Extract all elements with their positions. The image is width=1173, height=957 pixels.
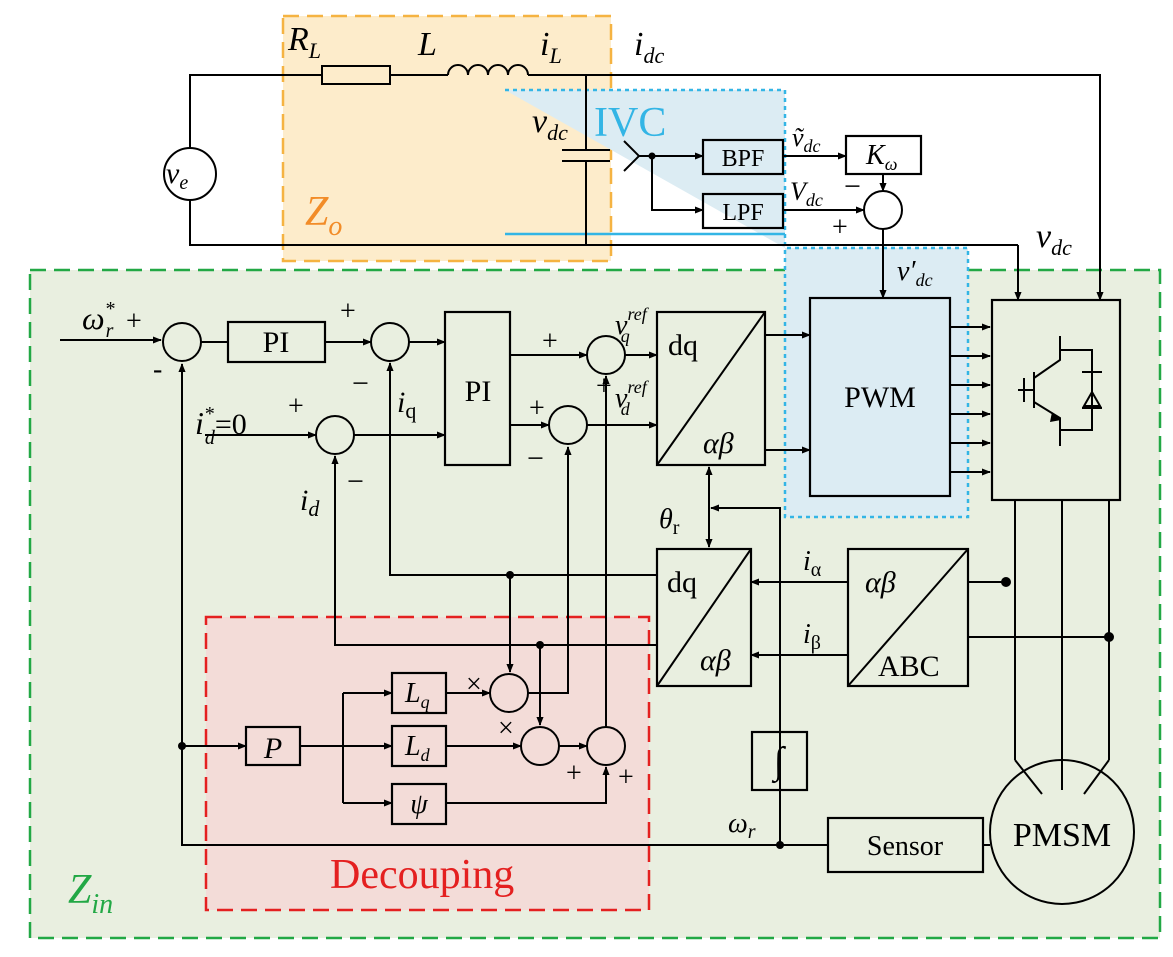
- idc-label: idc: [634, 26, 664, 68]
- id-star-label: i*d=0: [195, 403, 247, 449]
- p-block-label: P: [263, 732, 282, 765]
- times-2: ×: [498, 713, 514, 744]
- vdc-right-label: vdc: [1036, 218, 1072, 260]
- times-1: ×: [466, 669, 482, 700]
- pwm-block: [808, 296, 952, 498]
- lpf-label: LPF: [722, 200, 763, 226]
- ab-top-label: αβ: [703, 427, 734, 460]
- decoupling-label: Decouping: [330, 852, 514, 898]
- wr-star-label: ω*r: [82, 298, 115, 342]
- inverter-block: [990, 298, 1122, 502]
- id-plus: +: [288, 391, 304, 422]
- ab-abc-block: [846, 547, 970, 688]
- theta-label: θr: [659, 504, 680, 539]
- iq-minus: −: [352, 367, 369, 400]
- vdc-cap-label: vdc: [532, 103, 568, 145]
- integrator-label: ∫: [772, 740, 787, 784]
- pi-current-label: PI: [465, 375, 492, 408]
- vq-plus: +: [542, 326, 558, 357]
- ab-abc-top-label: αβ: [865, 566, 896, 599]
- igbt-symbol: [1018, 336, 1102, 446]
- ibeta-label: iβ: [803, 619, 821, 654]
- zin-label: Zin: [68, 867, 113, 920]
- pmsm-label: PMSM: [1013, 817, 1111, 854]
- wr-label: ωr: [728, 808, 756, 843]
- ivc-sum: [863, 190, 903, 230]
- vbig-label: Vdc: [790, 177, 823, 210]
- zo-region: [281, 14, 613, 263]
- decoupling-region: [204, 615, 651, 912]
- vd-plus: +: [529, 393, 545, 424]
- ld-label: Ld: [404, 731, 431, 765]
- vprime-label: v′dc: [897, 256, 933, 290]
- dq-top-label: dq: [668, 329, 698, 362]
- lq-label: Lq: [404, 678, 430, 712]
- dq-ab-lower-block: [655, 547, 753, 688]
- pi-current-block: [443, 310, 512, 467]
- vq-plus2: +: [596, 371, 612, 402]
- rl-label: RL: [287, 21, 321, 63]
- ab-low-label: αβ: [700, 644, 731, 677]
- il-label: iL: [540, 26, 562, 68]
- ivc-plus: +: [832, 212, 848, 243]
- l-label: L: [417, 26, 437, 63]
- ialpha-label: iα: [803, 546, 822, 581]
- dec-plus-2: +: [618, 762, 634, 793]
- bpf-label: BPF: [722, 146, 765, 172]
- psi-label: ψ: [410, 789, 428, 820]
- vtilde-label: ṽdc: [792, 123, 821, 156]
- pmsm-motor: [989, 759, 1135, 905]
- pwm-label: PWM: [844, 381, 916, 414]
- ivc-label: IVC: [594, 100, 666, 146]
- zo-label: Zo: [305, 189, 342, 242]
- integrator-block: [750, 730, 809, 792]
- speed-plus: +: [126, 306, 142, 337]
- iq-plus: +: [340, 296, 356, 327]
- inductor-l: [447, 64, 529, 76]
- k-omega-label: Kω: [865, 140, 897, 174]
- sensor-label: Sensor: [867, 831, 944, 862]
- id-label: id: [300, 484, 320, 521]
- source-label: ve: [166, 157, 188, 194]
- ivc-region: [505, 88, 970, 519]
- dec-plus-1: +: [566, 758, 582, 789]
- dq-ab-upper-block: [655, 310, 767, 467]
- iq-label: iq: [397, 386, 416, 423]
- speed-minus: -: [153, 354, 162, 385]
- id-minus: −: [347, 465, 364, 498]
- vd-minus: −: [527, 442, 544, 475]
- ab-abc-bot-label: ABC: [878, 650, 940, 683]
- pi-speed-label: PI: [263, 326, 290, 359]
- ivc-minus: −: [844, 170, 861, 203]
- dq-low-label: dq: [667, 566, 697, 599]
